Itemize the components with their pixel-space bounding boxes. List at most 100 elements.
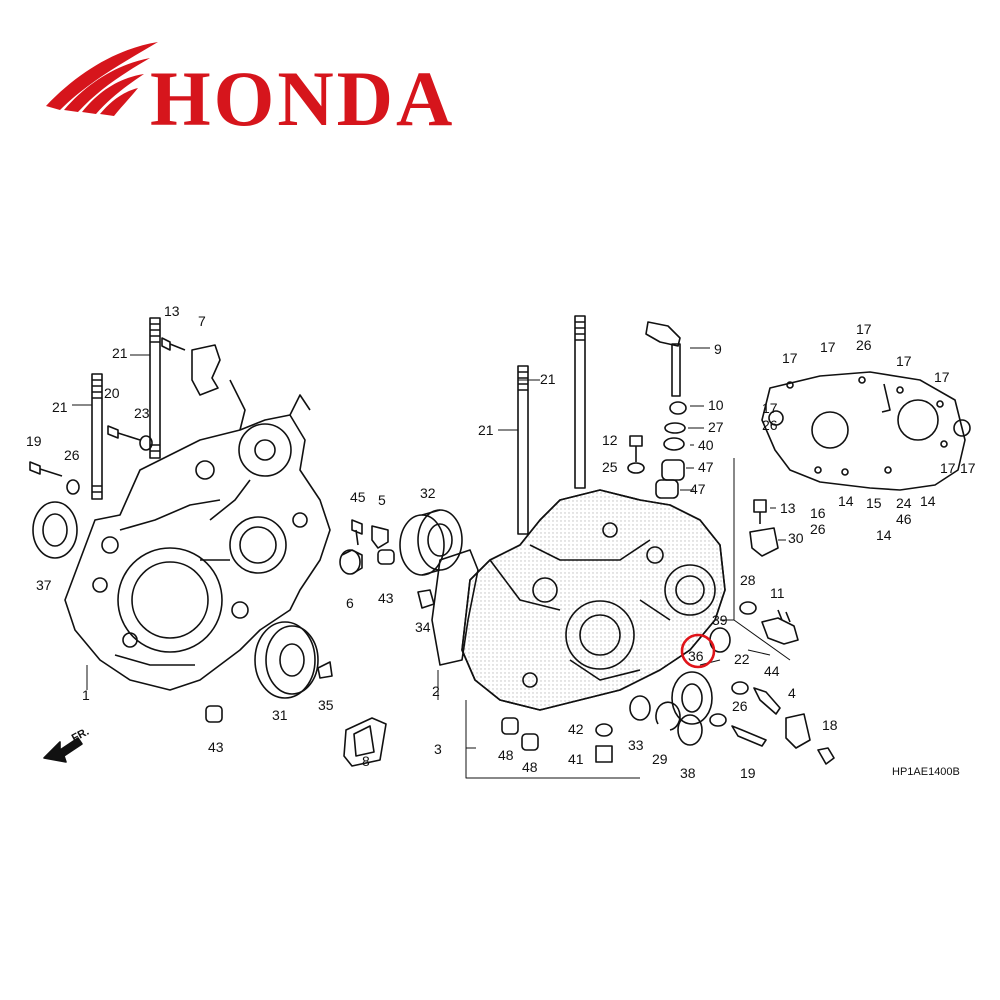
callout-label-c21c: 21 [540, 371, 556, 387]
washer-28-part [739, 601, 757, 615]
callout-label-c39: 39 [712, 612, 728, 628]
callout-label-c4: 4 [788, 685, 796, 701]
callout-label-c45: 45 [350, 489, 366, 505]
gasket-2-part [431, 549, 479, 666]
callout-label-c19a: 19 [26, 433, 42, 449]
gasket-part [343, 717, 387, 767]
callout-label-c12: 12 [602, 432, 618, 448]
left-crankcase-part [64, 379, 331, 691]
callout-label-c17c: 17 [820, 339, 836, 355]
callout-label-c47a: 47 [698, 459, 714, 475]
callout-label-c48b: 48 [522, 759, 538, 775]
callout-label-c36: 36 [688, 648, 704, 664]
callout-label-c7: 7 [198, 313, 206, 329]
callout-label-c21d: 21 [478, 422, 494, 438]
bolt-12-part [629, 435, 643, 462]
callout-label-c26e: 26 [810, 521, 826, 537]
callout-label-c18: 18 [822, 717, 838, 733]
callout-label-c32: 32 [420, 485, 436, 501]
callout-label-c24: 24 [896, 495, 912, 511]
washer-22-part [731, 681, 749, 695]
callout-label-c31: 31 [272, 707, 288, 723]
callout-label-c26b: 26 [732, 698, 748, 714]
callout-label-c21b: 21 [52, 399, 68, 415]
callout-label-c48a: 48 [498, 747, 514, 763]
callout-label-c25: 25 [602, 459, 618, 475]
bolt-44-part [753, 687, 781, 715]
callout-label-c17h: 17 [960, 460, 976, 476]
front-direction-label: FR. [70, 726, 91, 745]
callout-label-c9: 9 [714, 341, 722, 357]
circlip-29-part [655, 701, 681, 731]
honda-wing-icon [46, 42, 158, 116]
roller-bearing-part [399, 509, 463, 576]
callout-label-c38: 38 [680, 765, 696, 781]
bolt-19b-part [731, 725, 767, 747]
callout-label-c10: 10 [708, 397, 724, 413]
callout-label-c46: 46 [896, 511, 912, 527]
callout-label-c26d: 26 [762, 417, 778, 433]
bolt-18-part [817, 747, 835, 765]
callout-label-c44: 44 [764, 663, 780, 679]
clip-part [417, 589, 435, 609]
callout-label-c14b: 14 [876, 527, 892, 543]
callout-label-c13b: 13 [780, 500, 796, 516]
right-crankcase-part [461, 489, 726, 711]
bracket-part [191, 344, 221, 396]
callout-label-c6: 6 [346, 595, 354, 611]
callout-label-c17g: 17 [940, 460, 956, 476]
callout-label-c2: 2 [432, 683, 440, 699]
callout-label-c17a: 17 [856, 321, 872, 337]
bearing-part [254, 621, 319, 699]
stud-bolt-right-part [517, 315, 586, 535]
callout-label-c37: 37 [36, 577, 52, 593]
bearing-33-part [629, 695, 651, 721]
callout-label-c23: 23 [134, 405, 150, 421]
callout-label-c1: 1 [82, 687, 90, 703]
callout-label-c13a: 13 [164, 303, 180, 319]
callout-label-c43b: 43 [208, 739, 224, 755]
brand-name: HONDA [150, 55, 456, 142]
sensor-4-part [785, 713, 811, 749]
callout-label-c5: 5 [378, 492, 386, 508]
sensor-5-part [371, 525, 389, 549]
callout-label-c16: 16 [810, 505, 826, 521]
bushing-stack-part [655, 401, 687, 499]
callout-label-c8: 8 [362, 753, 370, 769]
callout-label-c11: 11 [770, 585, 785, 601]
callout-label-c17d: 17 [896, 353, 912, 369]
callout-label-c20: 20 [104, 385, 120, 401]
washer-42-part [595, 723, 613, 737]
callout-label-c17f: 17 [762, 400, 778, 416]
callout-label-c27: 27 [708, 419, 724, 435]
callout-label-c26c: 26 [856, 337, 872, 353]
callout-label-c28: 28 [740, 572, 756, 588]
crankcase-cover-gasket-part [761, 371, 971, 491]
callout-label-c17b: 17 [782, 350, 798, 366]
dowel-pin-part [501, 717, 519, 735]
bolt-part [29, 337, 186, 495]
callout-label-c29: 29 [652, 751, 668, 767]
dowel-pin-part-b [521, 733, 539, 751]
callout-label-c41: 41 [568, 751, 584, 767]
washer-26b-part [709, 713, 727, 727]
seal-38-part [671, 671, 713, 746]
drain-bolt-41-part [595, 745, 613, 763]
callout-label-c22: 22 [734, 651, 750, 667]
callout-label-c14c: 14 [920, 493, 936, 509]
neutral-switch-part [761, 609, 799, 645]
callout-label-c30: 30 [788, 530, 804, 546]
callout-label-c15: 15 [866, 495, 882, 511]
callout-label-c42: 42 [568, 721, 584, 737]
callout-label-c19b: 19 [740, 765, 756, 781]
callout-label-c33: 33 [628, 737, 644, 753]
callout-label-c17e: 17 [934, 369, 950, 385]
callout-label-c43a: 43 [378, 590, 394, 606]
callout-label-c34: 34 [415, 619, 431, 635]
cap-part [205, 549, 395, 723]
callout-label-c14a: 14 [838, 493, 854, 509]
clip-35-part [317, 661, 333, 679]
